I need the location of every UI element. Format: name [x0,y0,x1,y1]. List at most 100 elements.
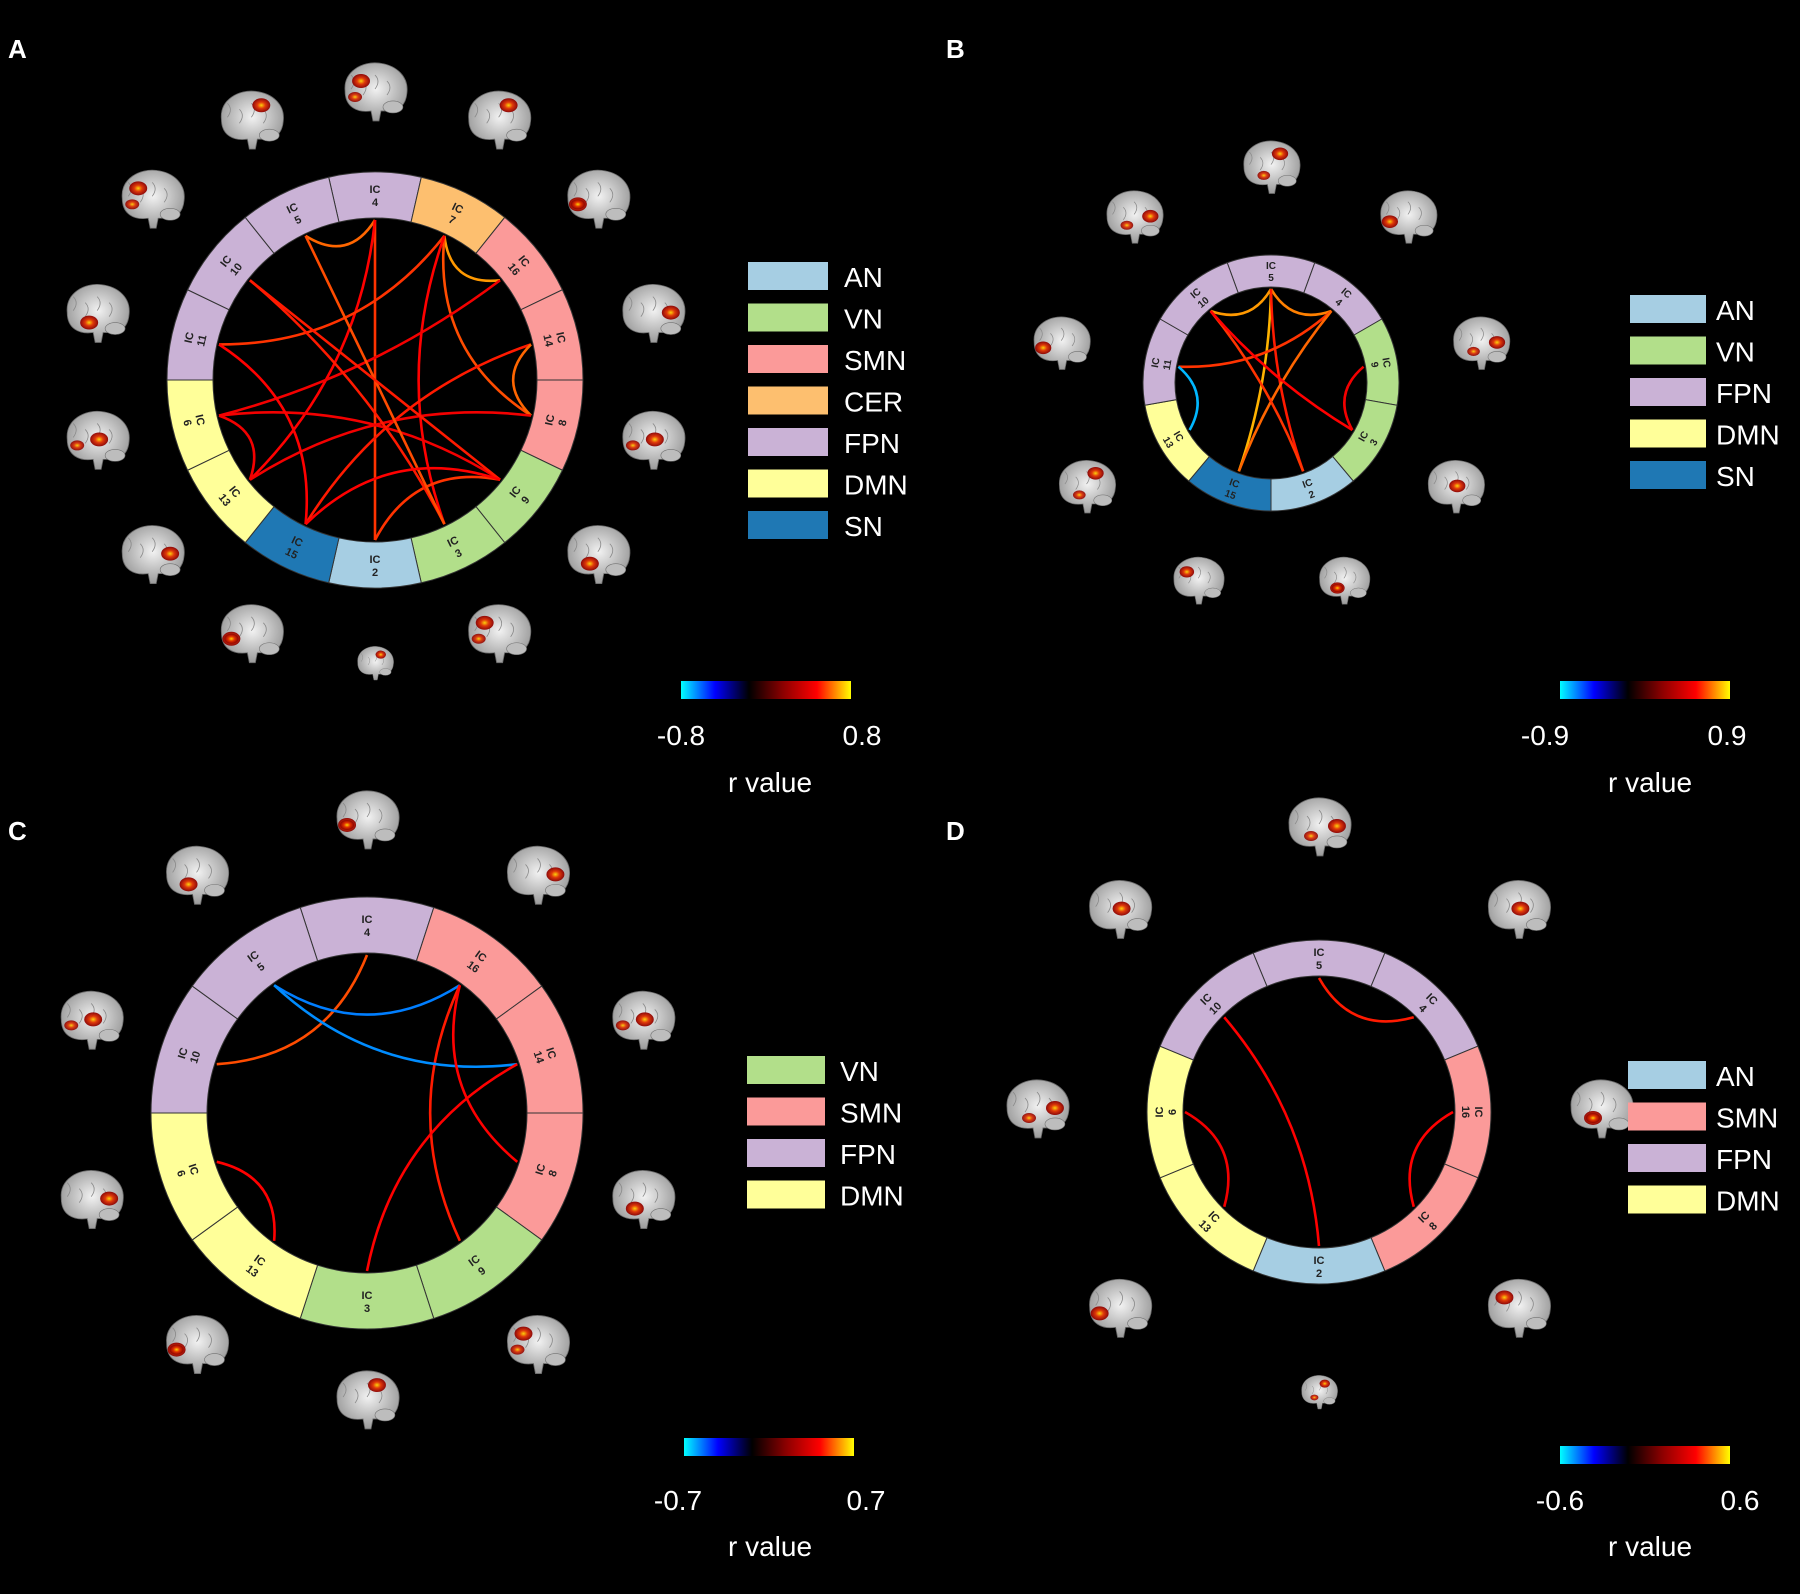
brain-thumbnail [344,62,408,122]
ic-label: IC [553,331,567,344]
legend-swatch-fpn [1630,378,1706,406]
link-ic-3-ic-10 [249,279,446,525]
ic-label: IC [186,1162,201,1176]
ic-label: IC [1171,430,1186,444]
ic-number: 10 [188,1050,203,1065]
legend-label: DMN [1716,1186,1780,1217]
ic-label: IC [1266,261,1276,272]
ic-number: 13 [243,1263,260,1280]
brain-thumbnail [1243,140,1301,194]
ic-label: IC [450,201,465,217]
colorbar-gradient [684,1438,854,1456]
brain-thumbnail [336,1370,400,1430]
connection-links [1184,977,1454,1247]
ic-number: 2 [1307,489,1316,501]
colorbar-label: r value [728,1531,812,1562]
brain-thumbnail [622,410,686,470]
link-ic-5-ic-2 [1269,288,1305,472]
link-ic-4-ic-15 [1237,310,1333,472]
link-ic-4-ic-13 [248,219,377,481]
legend-swatch-vn [747,1056,825,1084]
brain-thumbnail [166,1315,229,1374]
link-ic-10-ic-2 [1223,1016,1321,1247]
ic-number: 16 [464,959,481,976]
brain-thumbnail [221,90,284,150]
brain-thumbnail [612,990,676,1050]
link-ic-6-ic-13 [216,1160,276,1241]
legend-label: SN [844,511,883,542]
ic-label: IC [1228,477,1241,491]
ic-label: IC [1472,1107,1484,1118]
brain-thumbnail [1288,797,1352,857]
brain-thumbnail [507,845,570,905]
legend-swatch-fpn [747,1139,825,1167]
brain-thumbnail [468,604,532,664]
ic-label: IC [1357,430,1372,444]
brain-thumbnail [1089,880,1153,939]
legend-label: DMN [844,470,908,501]
legend-swatch-an [748,262,828,290]
legend-swatch-smn [748,345,828,373]
legend-label: FPN [840,1139,896,1170]
link-ic-6-ic-13 [1184,1110,1230,1208]
brain-thumbnail [66,410,130,470]
legend-label: SN [1716,461,1755,492]
ic-number: 6 [180,419,193,428]
link-ic-14-ic-8 [511,343,532,417]
ic-number: 11 [1162,358,1175,371]
ic-number: 15 [283,546,299,562]
ic-label: IC [370,554,381,566]
brain-thumbnail [357,646,394,681]
ic-label: IC [362,1290,373,1302]
ring-segment-ic-10 [1159,952,1268,1061]
legend-swatch-vn [1630,336,1706,365]
legend-label: SMN [844,345,906,376]
legend-label: VN [844,304,883,335]
ic-number: 6 [1167,1109,1179,1115]
brain-thumbnail [468,90,532,150]
legend-label: AN [1716,295,1755,326]
colorbar-max: 0.9 [1708,720,1747,751]
colorbar-min: -0.8 [657,720,705,751]
legend-swatch-fpn [748,428,828,456]
legend-swatch-vn [748,303,828,332]
brain-thumbnail [121,525,185,585]
legend-swatch-smn [747,1097,825,1126]
legend-label: FPN [1716,378,1772,409]
connection-links [1177,288,1365,472]
ring-segment-ic-5 [191,906,319,1020]
ic-label: IC [446,534,461,550]
ring-segment-ic-5 [244,176,340,255]
link-ic-15-ic-9 [304,466,501,526]
ic-number: 10 [228,261,245,278]
colorbar-label: r value [1608,1531,1692,1562]
link-ic-5-ic-10 [1210,288,1273,317]
legend-swatch-sn [748,511,828,539]
link-ic-11-ic-15 [218,343,308,525]
link-ic-5-ic-4 [1317,977,1415,1023]
brain-thumbnail [121,169,185,229]
legend-swatch-dmn [1630,419,1706,448]
panel-c: CIC4IC16IC14IC8IC9IC3IC13IC6IC10IC5VNSMN… [8,790,904,1562]
link-ic-16-ic-5 [273,984,461,1016]
link-ic-5-ic-15 [1237,288,1273,472]
link-ic-7-ic-16 [443,235,501,283]
link-ic-4-ic-5 [304,219,377,248]
brain-thumbnail [1453,316,1511,370]
ic-number: 14 [531,1050,546,1066]
brain-thumbnail [1301,1375,1338,1410]
ic-label: IC [1301,477,1314,491]
ic-label: IC [1150,357,1163,369]
ic-label: IC [1314,1255,1325,1267]
ic-number: 13 [1160,435,1175,451]
ic-number: 15 [1223,488,1238,502]
link-ic-16-ic-9 [428,984,462,1242]
brain-thumbnail [1033,316,1091,370]
legend-swatch-dmn [1628,1185,1706,1214]
ic-label: IC [534,1162,549,1176]
